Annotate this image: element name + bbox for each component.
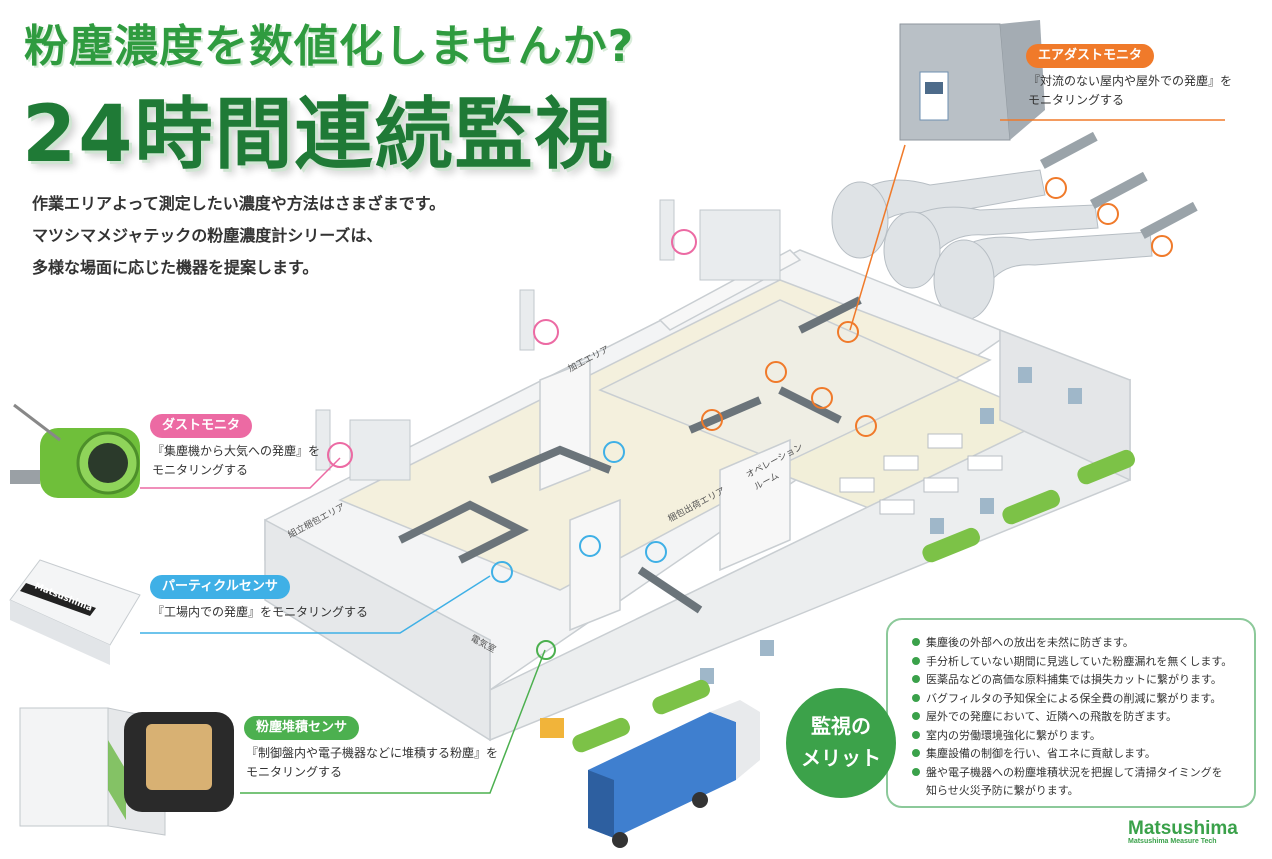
conveyors-outdoor bbox=[1040, 131, 1198, 239]
benefit-list: 集塵後の外部への放出を未然に防ぎます。 手分析していない期間に見逃していた粉塵漏… bbox=[912, 634, 1232, 801]
area-label-operation-2: ルーム bbox=[752, 470, 781, 492]
air-dust-monitor-device bbox=[899, 20, 1045, 141]
area-label-electrical: 電気室 bbox=[469, 632, 498, 655]
deposit-sensor-device bbox=[19, 707, 234, 836]
dust-monitor-device bbox=[10, 403, 140, 498]
benefit-item: 集塵後の外部への放出を未然に防ぎます。 bbox=[912, 634, 1232, 653]
company-logo: Matsushima Matsushima Measure Tech bbox=[1128, 818, 1238, 845]
leader-line-air-dust-2 bbox=[849, 144, 906, 331]
bullet-icon bbox=[912, 656, 920, 665]
desc-line: モニタリングする bbox=[1028, 93, 1125, 107]
conveyors bbox=[398, 296, 862, 614]
benefit-item: 集塵設備の制御を行い、省エネに貢献します。 bbox=[912, 745, 1232, 764]
merit-badge: 監視の メリット bbox=[786, 688, 896, 798]
deposit-sensor-label: 粉塵堆積センサ bbox=[244, 716, 360, 740]
benefit-item: 手分析していない期間に見逃していた粉塵漏れを無くします。 bbox=[912, 653, 1232, 672]
benefit-item: 知らせ火災予防に繋がります。 bbox=[926, 784, 1079, 797]
bullet-icon bbox=[912, 712, 920, 720]
headline-line2: 24時間連続監視 bbox=[22, 90, 615, 180]
benefits-box: 集塵後の外部への放出を未然に防ぎます。 手分析していない期間に見逃していた粉塵漏… bbox=[886, 618, 1256, 808]
dust-monitor-label: ダストモニタ bbox=[150, 414, 253, 438]
intro-text: 作業エリアよって測定したい濃度や方法はさまざまです。 マツシマメジャテックの粉塵… bbox=[32, 188, 445, 284]
bullet-icon bbox=[912, 730, 920, 739]
forklift bbox=[540, 718, 564, 738]
particle-sensor-desc: 『工場内での発塵』をモニタリングする bbox=[152, 603, 368, 622]
desc-line: モニタリングする bbox=[152, 463, 249, 477]
air-dust-monitor-label: エアダストモニタ bbox=[1026, 44, 1155, 68]
bullet-icon bbox=[912, 693, 920, 702]
benefit-item: 室内の労働環境強化に繋がります。 bbox=[912, 727, 1232, 746]
bullet-icon bbox=[912, 767, 920, 776]
area-label-processing: 加工エリア bbox=[566, 344, 611, 375]
benefit-item: バグフィルタの予知保全による保全費の削減に繋がります。 bbox=[912, 690, 1232, 709]
area-label-operation-1: オペレーション bbox=[744, 441, 805, 480]
desc-line: 『制御盤内や電子機器などに堆積する粉塵』を bbox=[246, 746, 499, 760]
logo-subtitle: Matsushima Measure Tech bbox=[1128, 838, 1217, 845]
desc-line: 『集塵機から大気への発塵』を bbox=[152, 444, 321, 458]
intro-line: 多様な場面に応じた機器を提案します。 bbox=[32, 258, 319, 277]
area-label-assembly: 組立梱包エリア bbox=[286, 500, 347, 540]
dust-monitor-desc: 『集塵機から大気への発塵』を モニタリングする bbox=[152, 442, 320, 480]
deposit-sensor-desc: 『制御盤内や電子機器などに堆積する粉塵』を モニタリングする bbox=[246, 744, 498, 782]
sensor-brand-label: Matsushima bbox=[33, 582, 94, 614]
duct-system bbox=[831, 169, 1153, 321]
desc-line: 『工場内での発塵』をモニタリングする bbox=[152, 605, 369, 619]
intro-line: マツシマメジャテックの粉塵濃度計シリーズは、 bbox=[32, 226, 383, 245]
benefit-item: 医薬品などの高価な原料捕集では損失カットに繋がります。 bbox=[912, 671, 1232, 690]
desc-line: 『対流のない屋内や屋外での発塵』を bbox=[1028, 74, 1233, 88]
particle-sensor-label: パーティクルセンサ bbox=[150, 575, 290, 599]
desc-line: モニタリングする bbox=[246, 765, 343, 779]
air-dust-monitor-desc: 『対流のない屋内や屋外での発塵』を モニタリングする bbox=[1028, 72, 1232, 110]
benefit-item: 盤や電子機器への粉塵堆積状況を把握して清掃タイミングを bbox=[912, 764, 1232, 783]
area-label-shipping: 梱包出荷エリア bbox=[666, 484, 727, 524]
merit-line: 監視の bbox=[811, 714, 871, 738]
benefit-item: 屋外での発塵において、近隣への飛散を防ぎます。 bbox=[912, 708, 1232, 727]
sensor-markers bbox=[327, 177, 1173, 660]
headline-line1: 粉塵濃度を数値化しませんか? bbox=[24, 21, 635, 72]
desks bbox=[839, 433, 1003, 515]
bullet-icon bbox=[912, 675, 920, 683]
truck bbox=[588, 700, 760, 848]
bullet-icon bbox=[912, 638, 920, 646]
logo-name: Matsushima bbox=[1128, 818, 1238, 839]
intro-line: 作業エリアよって測定したい濃度や方法はさまざまです。 bbox=[32, 194, 446, 213]
merit-line: メリット bbox=[801, 746, 881, 770]
particle-sensor-device bbox=[9, 559, 141, 665]
bullet-icon bbox=[912, 749, 920, 757]
